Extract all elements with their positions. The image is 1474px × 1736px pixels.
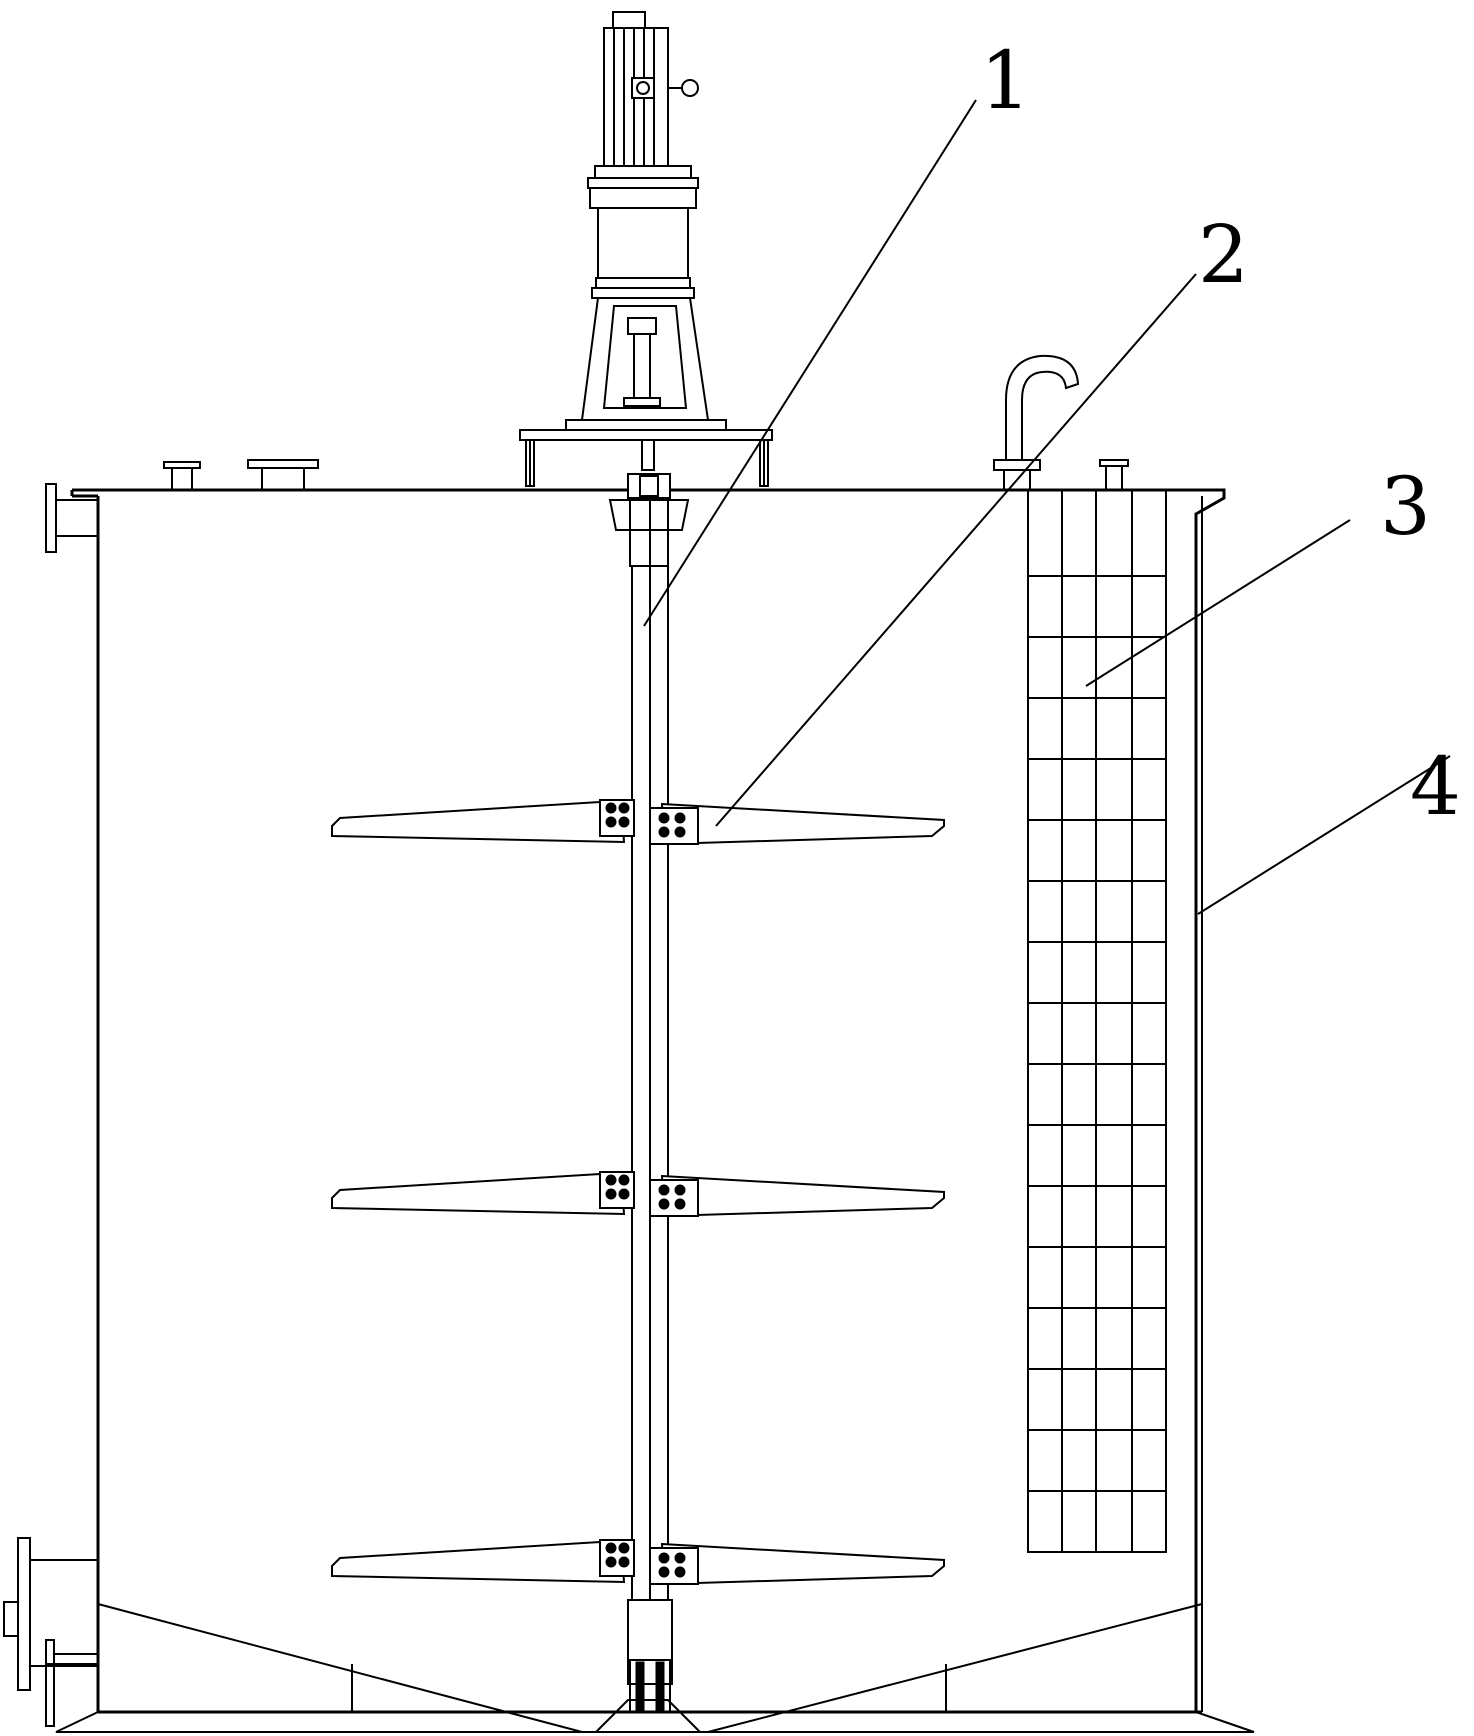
side-nozzles (3, 483, 99, 1727)
impeller-upper (331, 799, 945, 846)
impeller-lower (331, 1539, 945, 1586)
callout-label-1: 1 (980, 34, 1031, 127)
callout-label-3: 3 (1380, 460, 1431, 553)
tank-shell (55, 488, 1255, 1733)
coil-grid-panel (1027, 489, 1167, 1553)
agitator-shaft (608, 473, 690, 1713)
callout-label-4: 4 (1410, 740, 1461, 833)
impeller-middle (331, 1171, 945, 1218)
callout-label-2: 2 (1198, 208, 1249, 301)
callout-leaders (643, 99, 1451, 915)
motor-assembly (519, 11, 773, 487)
